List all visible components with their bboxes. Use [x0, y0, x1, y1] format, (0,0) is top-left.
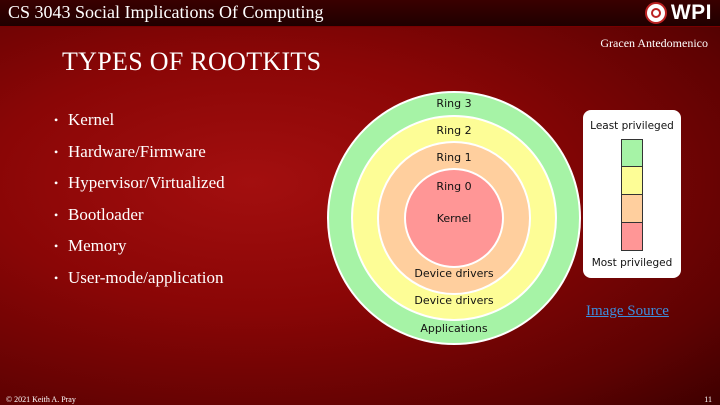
bullet-item: •User-mode/application [54, 264, 225, 296]
ring-1-bottom-label: Device drivers [414, 267, 494, 280]
protection-rings-diagram: Ring 3 Applications Ring 2 Device driver… [327, 91, 581, 345]
bullet-list: •Kernel •Hardware/Firmware •Hypervisor/V… [54, 106, 225, 295]
bullet-dot-icon: • [54, 113, 59, 127]
legend-swatch-ring-0 [621, 223, 643, 251]
bullet-dot-icon: • [54, 270, 59, 285]
image-source-link[interactable]: Image Source [586, 303, 669, 319]
footer-copyright: © 2021 Keith A. Pray [6, 395, 76, 404]
ring-2-bottom-label: Device drivers [414, 294, 494, 307]
bullet-item: •Bootloader [54, 201, 225, 233]
ring-3-bottom-label: Applications [420, 322, 488, 335]
bullet-dot-icon: • [54, 207, 59, 222]
bullet-dot-icon: • [54, 176, 59, 190]
wpi-seal-icon [644, 2, 667, 24]
slide-title: TYPES OF ROOTKITS [62, 47, 322, 76]
ring-0-label: Ring 0 [436, 180, 472, 193]
bullet-dot-icon: • [54, 239, 59, 253]
bullet-item: •Kernel [54, 106, 225, 138]
ring-0: Ring 0 Kernel [404, 168, 504, 268]
legend-swatch-ring-2 [621, 167, 643, 195]
legend-swatch-ring-1 [621, 195, 643, 223]
kernel-label: Kernel [436, 212, 472, 225]
legend-bottom-label: Most privileged [591, 257, 673, 269]
author-name: Gracen Antedomenico [600, 36, 708, 50]
course-title: CS 3043 Social Implications Of Computing [8, 2, 324, 22]
ring-1-label: Ring 1 [436, 151, 472, 164]
privilege-legend: Least privileged Most privileged [583, 110, 681, 278]
bullet-dot-icon: • [54, 144, 59, 159]
wpi-logo-text: WPI [670, 1, 712, 24]
bullet-item: •Hypervisor/Virtualized [54, 169, 225, 201]
ring-3-label: Ring 3 [436, 97, 472, 110]
wpi-logo: WPI [644, 1, 712, 25]
bullet-item: •Memory [54, 232, 225, 264]
page-number: 11 [704, 395, 712, 404]
ring-2-label: Ring 2 [436, 124, 472, 137]
legend-top-label: Least privileged [590, 120, 674, 132]
header-bar: CS 3043 Social Implications Of Computing… [0, 0, 720, 27]
bullet-item: •Hardware/Firmware [54, 138, 225, 170]
legend-swatch-ring-3 [621, 139, 643, 167]
